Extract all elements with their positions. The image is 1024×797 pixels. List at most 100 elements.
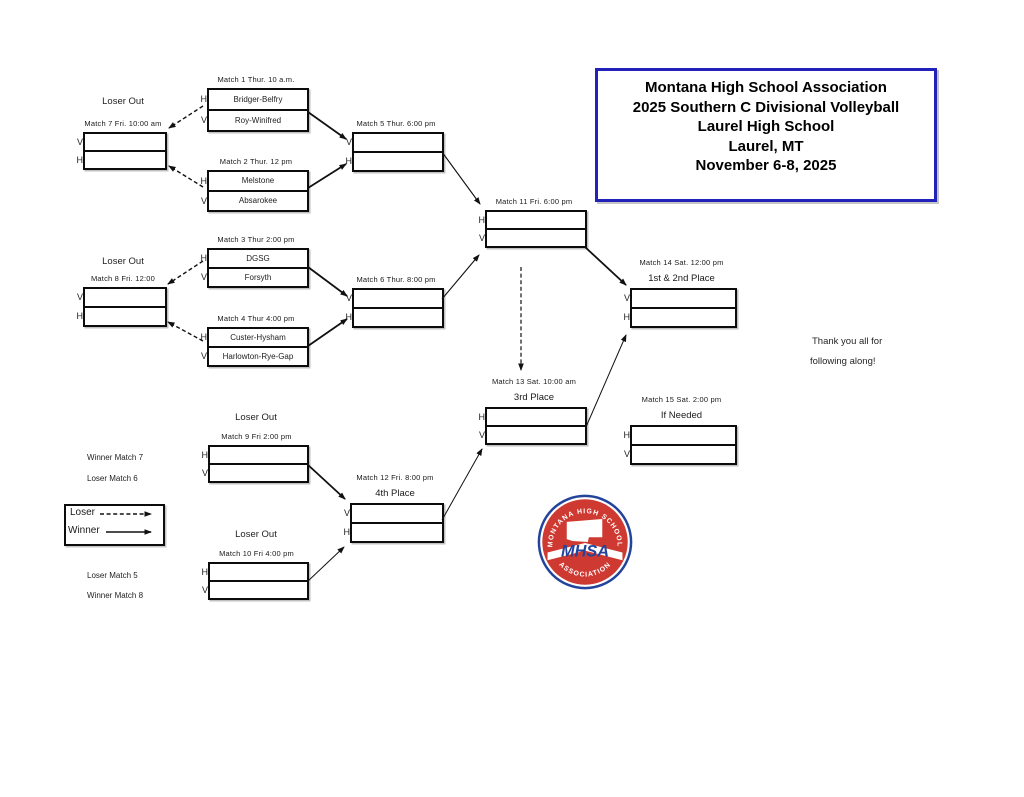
match-15-subtitle: If Needed: [660, 410, 703, 421]
match-14-slot-H: [632, 309, 735, 326]
match-13-title: Match 13 Sat. 10:00 am: [491, 377, 577, 386]
loser-out-label: Loser Out: [235, 529, 277, 540]
event-title-line-2: 2025 Southern C Divisional Volleyball: [632, 98, 900, 116]
match-7-slot-V: [85, 134, 165, 152]
match-14-subtitle: 1st & 2nd Place: [648, 273, 715, 284]
side-label: H: [345, 156, 353, 166]
side-label: H: [623, 312, 631, 322]
logo-acronym-text: MHSA: [561, 542, 609, 560]
side-label: H: [200, 176, 208, 186]
bracket-note: Winner Match 7: [87, 453, 144, 462]
match-4-slot-V: Harlowton-Rye-Gap: [222, 352, 294, 361]
side-label: H: [201, 567, 209, 577]
match-10-slot-V: [210, 582, 307, 598]
match-1-slot-V: Roy-Winifred: [234, 116, 282, 125]
legend-loser-label: Loser: [70, 507, 96, 518]
side-label: H: [343, 527, 351, 537]
match-11-slot-V: [487, 230, 585, 246]
match-8-title: Match 8 Fri. 12:00: [90, 274, 156, 283]
side-label: V: [345, 137, 352, 147]
bracket-note: Loser Match 6: [87, 474, 138, 483]
legend-box: [64, 504, 165, 546]
event-title-box: Montana High School Association 2025 Sou…: [595, 68, 937, 202]
logo-red-disc: [542, 499, 628, 585]
match-12-slot-V: [352, 505, 442, 524]
thank-you-line-2: following along!: [810, 356, 876, 367]
winner-arrow: [441, 448, 483, 521]
side-label: H: [200, 253, 208, 263]
event-title-line-4: Laurel, MT: [728, 137, 804, 155]
loser-out-label: Loser Out: [235, 412, 277, 423]
side-label: V: [201, 468, 208, 478]
match-15-slot-V: [632, 446, 735, 463]
match-8-slot-H: [85, 308, 165, 325]
side-label: H: [345, 312, 353, 322]
match-10-slot-H: [210, 564, 307, 582]
side-label: V: [76, 292, 83, 302]
match-3-slot-H: DGSG: [209, 250, 307, 269]
side-label: H: [623, 430, 631, 440]
match-4-slot-H: Custer-Hysham: [209, 329, 307, 348]
side-label: H: [201, 450, 209, 460]
match-6-slot-H: [354, 309, 442, 326]
match-9-slot-H: [210, 447, 307, 465]
match-11-slot-H: [487, 212, 585, 230]
match-2-slot-V: Absarokee: [238, 196, 278, 205]
logo-chevron-band: [547, 542, 623, 561]
match-8-slot-V: [85, 289, 165, 308]
side-label: H: [200, 94, 208, 104]
side-label: V: [623, 293, 630, 303]
side-label: V: [200, 115, 207, 125]
side-label: V: [343, 508, 350, 518]
side-label: V: [76, 137, 83, 147]
bracket-note: Winner Match 8: [87, 591, 144, 600]
legend-winner-label: Winner: [68, 525, 100, 536]
side-label: H: [200, 332, 208, 342]
loser-out-label: Loser Out: [102, 256, 144, 267]
match-6-title: Match 6 Thur. 8:00 pm: [356, 275, 436, 284]
match-4-title: Match 4 Thur 4:00 pm: [217, 314, 295, 323]
side-label: V: [478, 233, 485, 243]
match-15-title: Match 15 Sat. 2:00 pm: [641, 395, 722, 404]
match-7-slot-H: [85, 152, 165, 168]
match-2-slot-H: Melstone: [209, 172, 307, 192]
match-14-slot-V: [632, 290, 735, 309]
event-title-line-3: Laurel High School: [697, 118, 835, 135]
match-3-slot-V: Forsyth: [244, 273, 272, 282]
side-label: V: [200, 272, 207, 282]
side-label: V: [478, 430, 485, 440]
match-5-slot-V: [354, 134, 442, 153]
match-3-title: Match 3 Thur 2:00 pm: [217, 235, 295, 244]
side-label: H: [76, 155, 84, 165]
match-14-title: Match 14 Sat. 12:00 pm: [639, 258, 724, 267]
side-label: V: [623, 449, 630, 459]
side-label: H: [478, 412, 486, 422]
mhsa-logo: MONTANA HIGH SCHOOL ASSOCIATION MHSA: [537, 494, 633, 590]
side-label: H: [478, 215, 486, 225]
side-label: V: [200, 351, 207, 361]
side-label: V: [201, 585, 208, 595]
match-13-subtitle: 3rd Place: [513, 392, 555, 403]
match-5-slot-H: [354, 153, 442, 170]
event-title-line-1: Montana High School Association: [645, 79, 887, 96]
match-10-title: Match 10 Fri 4:00 pm: [219, 549, 294, 558]
match-9-slot-V: [210, 465, 307, 481]
match-15-slot-H: [632, 427, 735, 446]
match-1-title: Match 1 Thur. 10 a.m.: [217, 75, 295, 84]
side-label: V: [200, 196, 207, 206]
thank-you-line-1: Thank you all for: [812, 336, 883, 347]
match-5-title: Match 5 Thur. 6:00 pm: [356, 119, 436, 128]
